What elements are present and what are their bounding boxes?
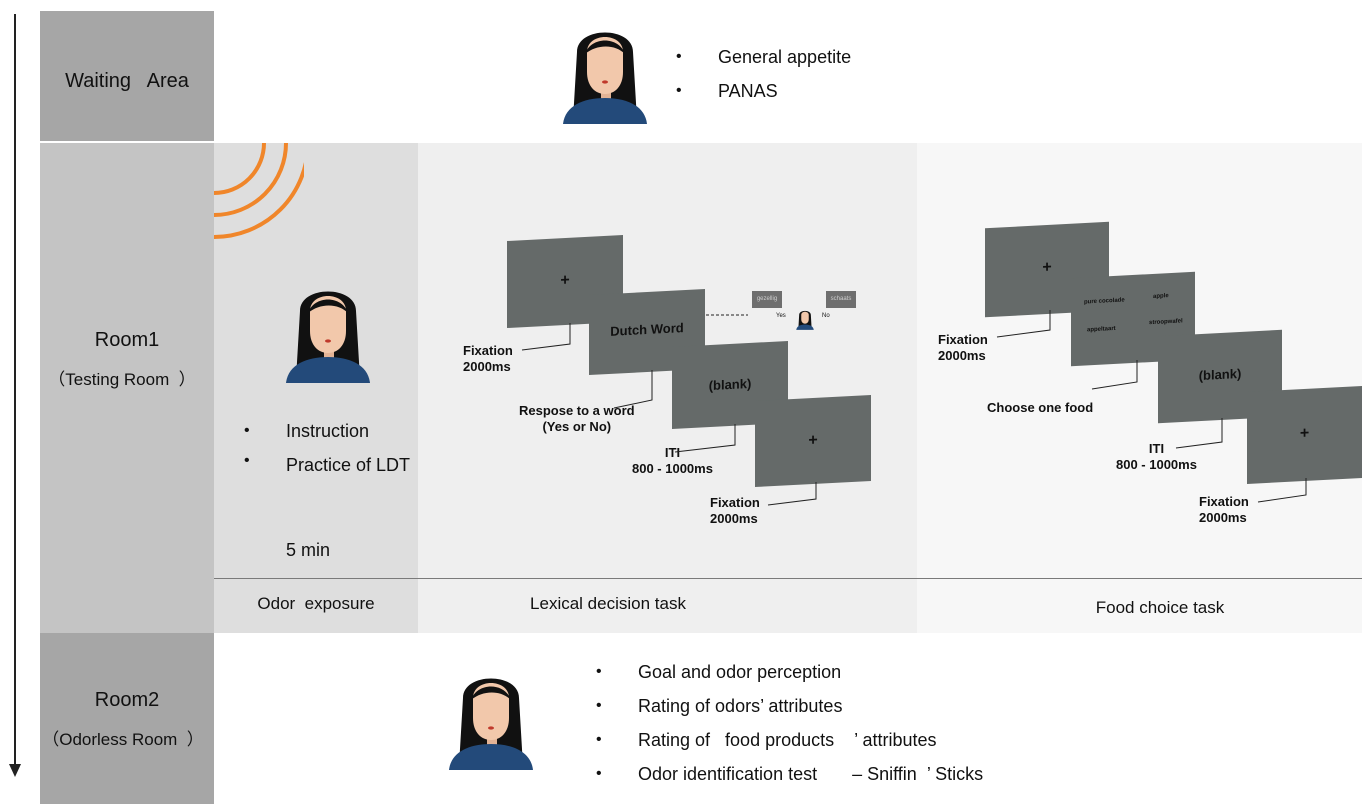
participant-avatar-waiting xyxy=(563,32,647,124)
food-choice-label: Food choice task xyxy=(1095,598,1225,617)
list-item: Rating of food products ’ attributes xyxy=(590,723,983,757)
list-item: Instruction xyxy=(238,414,413,448)
waiting-area-list: General appetite PANAS xyxy=(670,40,851,108)
food-fixation-1-label: Fixation 2000ms xyxy=(938,332,988,363)
lexical-task-label: Lexical decision task xyxy=(530,594,686,613)
lexical-iti-label: ITI 800 - 1000ms xyxy=(632,445,713,476)
odor-exposure-list: Instruction Practice of LDT xyxy=(238,414,413,478)
list-item: Goal and odor perception xyxy=(590,655,983,689)
response-no: No xyxy=(822,313,830,319)
food-fixation-2-label: Fixation 2000ms xyxy=(1199,494,1249,525)
list-item: General appetite xyxy=(670,40,851,74)
participant-avatar-room2 xyxy=(449,678,533,770)
response-yes: Yes xyxy=(776,313,786,319)
list-item: Odor identification test – Sniffin ’ Sti… xyxy=(590,757,983,791)
room1-label: Room1 xyxy=(94,329,160,351)
food-iti-label: ITI 800 - 1000ms xyxy=(1116,441,1197,472)
odor-exposure-panel xyxy=(214,143,418,633)
lexical-response-label: Respose to a word (Yes or No) xyxy=(519,403,635,434)
odor-duration: 5 min xyxy=(286,540,331,560)
lexical-fixation-2-label: Fixation 2000ms xyxy=(710,495,760,526)
odor-exposure-label: Odor exposure xyxy=(257,594,375,613)
food-choice-panel xyxy=(917,143,1362,633)
room2-sublabel: （Odorless Room ） xyxy=(42,730,204,749)
room2-list: Goal and odor perception Rating of odors… xyxy=(590,655,983,791)
list-item: PANAS xyxy=(670,74,851,108)
lexical-fixation-1-label: Fixation 2000ms xyxy=(463,343,513,374)
lexical-task-panel xyxy=(418,143,917,633)
participant-avatar-room1 xyxy=(286,291,370,383)
response-key-left: gezellig xyxy=(752,291,782,308)
mini-participant-avatar xyxy=(796,310,814,330)
room2-band: Room2 （Odorless Room ） xyxy=(40,633,214,804)
odor-waves-icon xyxy=(214,143,304,239)
food-choose-label: Choose one food xyxy=(987,400,1094,415)
divider-line xyxy=(214,578,1362,579)
room1-sublabel: （Testing Room ） xyxy=(48,370,196,389)
waiting-area-band: Waiting Area xyxy=(40,11,214,141)
waiting-area-label: Waiting Area xyxy=(65,70,189,92)
list-item: Practice of LDT xyxy=(238,448,413,478)
room2-label: Room2 xyxy=(94,689,160,711)
list-item: Rating of odors’ attributes xyxy=(590,689,983,723)
room1-band: Room1 （Testing Room ） xyxy=(40,143,214,633)
response-key-right: schaats xyxy=(826,291,856,308)
